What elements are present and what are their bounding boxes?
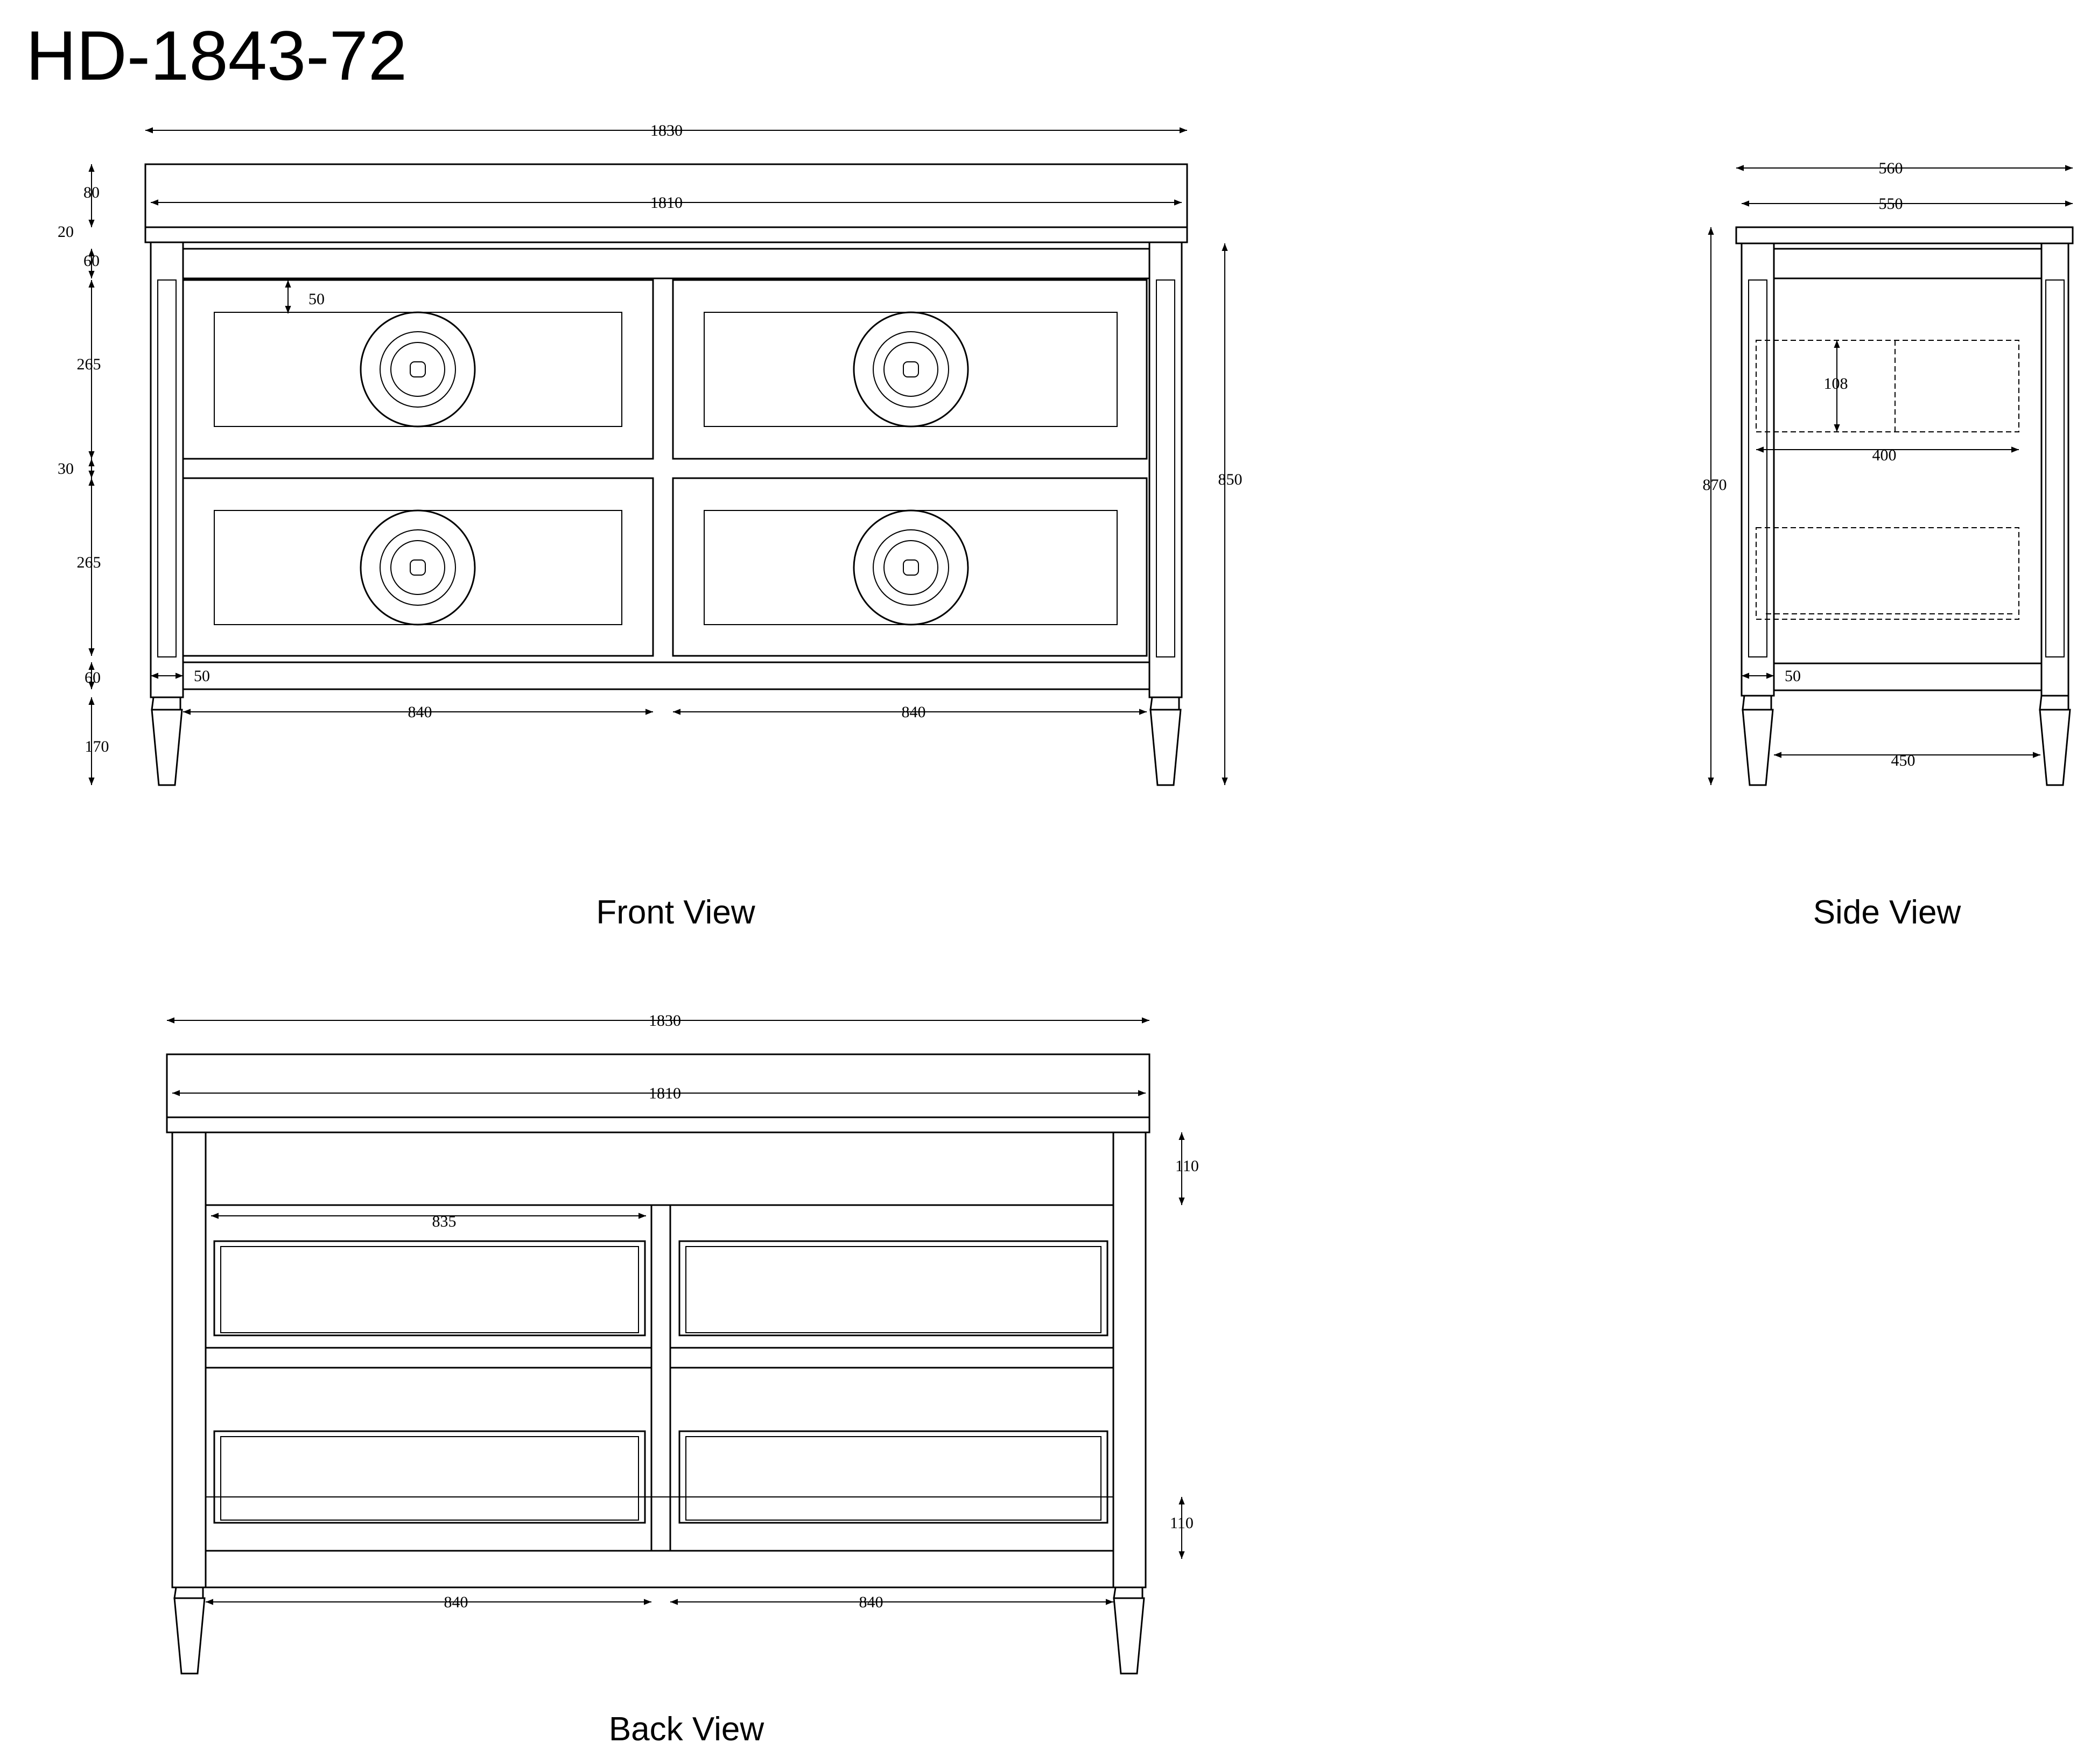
back-drawer-top-right xyxy=(669,1204,1114,1349)
front-dim-drawer-gap: 30 xyxy=(58,460,74,478)
front-drawer-bottom-right xyxy=(672,477,1148,657)
side-dim-overall-height: 870 xyxy=(1703,476,1727,494)
front-dim-panel-inset: 50 xyxy=(308,290,325,308)
side-back-foot xyxy=(2039,695,2071,786)
side-dim-leg-span: 450 xyxy=(1891,752,1915,769)
back-drawer-top-left xyxy=(205,1204,652,1349)
side-dim-drawer-box-height: 108 xyxy=(1824,375,1848,393)
side-lower-drawer-outline xyxy=(1756,527,2019,620)
front-view-label: Front View xyxy=(596,894,755,931)
front-dim-drawer-upper: 265 xyxy=(77,355,101,373)
side-front-stile-panel xyxy=(1748,279,1767,657)
front-dim-leg-width: 50 xyxy=(194,667,210,685)
front-left-stile-panel xyxy=(157,279,177,657)
front-dim-drawer-lower: 265 xyxy=(77,554,101,571)
side-dim-overall-depth: 560 xyxy=(1879,159,1903,177)
front-dim-top-gap: 20 xyxy=(58,223,74,241)
front-dim-rail: 60 xyxy=(83,252,100,270)
front-top-rail xyxy=(182,248,1150,279)
front-left-foot xyxy=(151,696,183,786)
front-dim-bottom-rail: 60 xyxy=(85,669,101,687)
front-dim-overall-width: 1830 xyxy=(650,122,683,139)
back-dim-drawer-width: 835 xyxy=(432,1213,457,1230)
front-drawer-bottom-left xyxy=(182,477,654,657)
side-back-stile-panel xyxy=(2045,279,2065,657)
back-dim-bottom-rail: 110 xyxy=(1170,1514,1194,1532)
back-dim-top-width: 1810 xyxy=(649,1084,681,1102)
side-bottom-rail xyxy=(1773,662,2043,691)
back-dim-overall-width: 1830 xyxy=(649,1012,681,1030)
back-top-band xyxy=(166,1116,1150,1133)
side-dim-top-depth: 550 xyxy=(1879,195,1903,213)
back-dim-bay-left: 840 xyxy=(444,1593,468,1611)
front-dim-top-thickness: 80 xyxy=(83,184,100,201)
side-view-label: Side View xyxy=(1813,894,1961,931)
side-top xyxy=(1735,226,2074,244)
model-title: HD-1843-72 xyxy=(26,16,407,95)
back-left-stile xyxy=(171,1131,207,1588)
front-right-foot xyxy=(1149,696,1182,786)
back-view: 1830 1810 110 110 835 840 840 Back View xyxy=(166,1012,1199,1748)
front-drawer-top-left xyxy=(182,279,654,460)
back-bottom-rail xyxy=(205,1550,1114,1588)
back-center-divider xyxy=(650,1204,671,1552)
front-drawer-top-right xyxy=(672,279,1148,460)
front-right-stile xyxy=(1148,241,1183,698)
side-dim-drawer-depth: 400 xyxy=(1872,446,1897,464)
back-dim-bay-right: 840 xyxy=(859,1593,883,1611)
front-bottom-rail xyxy=(182,661,1150,690)
front-top-band xyxy=(144,226,1188,243)
side-view: 560 550 870 108 400 50 450 Side View xyxy=(1703,159,2074,931)
back-right-stile xyxy=(1112,1131,1147,1588)
front-dim-top-width: 1810 xyxy=(650,194,683,212)
side-dim-leg-width: 50 xyxy=(1785,667,1801,685)
back-view-label: Back View xyxy=(609,1711,764,1748)
side-front-foot xyxy=(1742,695,1774,786)
back-right-foot xyxy=(1113,1586,1145,1675)
back-left-foot xyxy=(173,1586,206,1675)
front-dim-leg-height: 170 xyxy=(85,738,109,755)
back-dim-top-rail: 110 xyxy=(1175,1157,1199,1175)
front-dim-bay-right: 840 xyxy=(902,703,926,721)
front-right-stile-panel xyxy=(1156,279,1175,657)
side-upper-drawer-outline xyxy=(1756,340,2019,432)
front-left-stile xyxy=(150,241,184,698)
side-front-stile xyxy=(1741,242,1775,697)
front-dim-overall-height: 850 xyxy=(1218,471,1243,488)
side-top-rail xyxy=(1773,248,2043,279)
front-view: 1830 1810 80 20 60 265 30 265 60 170 850… xyxy=(58,122,1243,931)
front-dim-bay-left: 840 xyxy=(408,703,432,721)
